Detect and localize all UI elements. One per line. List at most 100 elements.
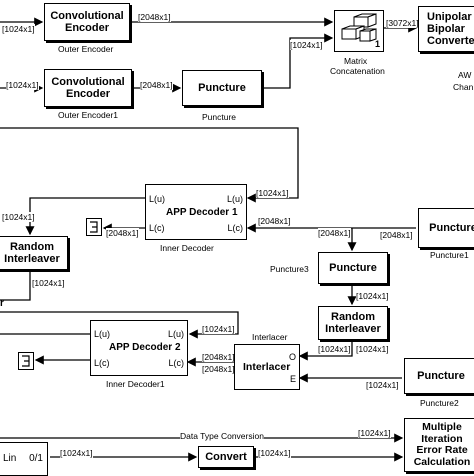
awgn-caption-line: Chan <box>453 82 474 92</box>
signal-label: [1024x1] <box>2 212 35 222</box>
matrix-concatenation-block[interactable]: 1 <box>334 10 384 52</box>
matrix-cubes-icon <box>341 13 377 42</box>
wire-interleaver-to-interlacer <box>298 340 353 361</box>
block-title: Puncture <box>198 82 246 94</box>
signal-label: [2048x1] <box>202 352 235 362</box>
block-title-line: Unipolar to <box>427 11 474 23</box>
signal-label: [2048x1] <box>380 230 413 240</box>
wire-decoder1-lu-to-interleaver <box>25 197 145 236</box>
block-title-line: Converter <box>427 35 474 47</box>
terminator1-icon[interactable] <box>86 218 102 236</box>
block-title-line: Calculation <box>413 455 471 468</box>
signal-label: [1024x1] <box>318 344 351 354</box>
block-title-line: Random <box>331 311 375 323</box>
signal-label: [1024x1] <box>258 448 291 458</box>
puncture3-caption: Puncture3 <box>270 264 309 274</box>
block-text: Lin <box>3 453 17 464</box>
terminator-glyph-icon <box>90 221 98 233</box>
block-title: Puncture <box>329 262 377 274</box>
port-lu-out: L(u) <box>226 194 243 204</box>
block-title: Puncture <box>429 222 474 234</box>
port-number: 1 <box>374 39 380 49</box>
port-lu-in: L(u) <box>94 329 111 339</box>
block-title: APP Decoder 1 <box>166 207 238 218</box>
puncture3-block[interactable]: Puncture <box>318 252 388 284</box>
outer-encoder-block[interactable]: Convolutional Encoder <box>44 3 130 41</box>
block-title: APP Decoder 2 <box>109 342 181 353</box>
convert-block[interactable]: Convert <box>198 446 254 468</box>
signal-label: [1024x1] <box>356 291 389 301</box>
block-title-line: Error Rate <box>416 444 468 456</box>
awgn-caption-line: AW <box>458 70 472 80</box>
block-title-line: Interleaver <box>325 323 381 335</box>
outer-encoder1-caption: Outer Encoder1 <box>58 110 119 120</box>
random-interleaver-left-block[interactable]: Random Interleaver <box>0 236 68 270</box>
signal-label: [1024x1] <box>2 24 35 34</box>
signal-label: [2048x1] <box>106 228 139 238</box>
signal-label: [1024x1] <box>290 40 323 50</box>
block-title-line: Convolutional <box>50 10 124 22</box>
puncture2-block[interactable]: Puncture <box>404 358 474 394</box>
signal-label: [1024x1] <box>366 380 399 390</box>
signal-label: [1024x1] <box>6 80 39 90</box>
signal-label: [1024x1] <box>356 344 389 354</box>
signal-label: [1024x1] <box>358 428 391 438</box>
port-lc-out: L(c) <box>227 223 244 233</box>
port-o: O <box>288 352 296 362</box>
error-rate-calculation-block[interactable]: Multiple Iteration Error Rate Calculatio… <box>404 418 474 472</box>
block-title-line: Random <box>10 241 54 253</box>
signal-label: [2048x1] <box>318 228 351 238</box>
block-title: Interlacer <box>243 361 291 373</box>
block-title-line: Encoder <box>64 22 109 34</box>
port-lu-in: L(u) <box>149 194 166 204</box>
outer-encoder1-block[interactable]: Convolutional Encoder <box>44 69 132 107</box>
data-type-conversion-caption: Data Type Conversion <box>180 431 264 441</box>
wire-feedback-to-decoder2 <box>0 311 239 339</box>
interlacer-block[interactable]: Interlacer O E <box>234 344 300 390</box>
random-interleaver-mid-block[interactable]: Random Interleaver <box>318 306 388 340</box>
block-title-line: Interleaver <box>4 253 60 265</box>
unipolar-bipolar-converter-block[interactable]: Unipolar to Bipolar Converter <box>418 6 474 52</box>
app-decoder2-block[interactable]: L(u) L(u) APP Decoder 2 L(c) L(c) <box>90 320 188 376</box>
matrix-caption-line: Concatenation <box>330 66 385 76</box>
block-title-line: Iteration <box>421 432 463 445</box>
wire-feedback-to-decoder1 <box>0 127 299 203</box>
app-decoder1-caption: Inner Decoder <box>160 243 214 253</box>
puncture2-caption: Puncture2 <box>420 398 459 408</box>
binary-source-block[interactable]: Lin 0/1 <box>0 442 48 476</box>
signal-label: [2048x1] <box>138 12 171 22</box>
wire-puncture-to-matrix <box>262 33 334 89</box>
puncture1-caption: Puncture1 <box>430 250 469 260</box>
block-title: Puncture <box>417 370 465 382</box>
port-lc-in: L(c) <box>94 358 110 368</box>
block-title: Convert <box>205 451 247 463</box>
terminator-glyph-icon <box>22 355 30 367</box>
signal-label: [2048x1] <box>202 364 235 374</box>
signal-label: [1024x1] <box>202 324 235 334</box>
block-value: 0/1 <box>29 453 43 464</box>
app-decoder1-block[interactable]: L(u) L(u) APP Decoder 1 L(c) L(c) <box>145 184 247 240</box>
signal-label: [1024x1] <box>60 448 93 458</box>
signal-label: [2048x1] <box>258 216 291 226</box>
matrix-caption-line: Matrix <box>344 56 368 66</box>
puncture-block[interactable]: Puncture <box>182 70 262 106</box>
terminator2-icon[interactable] <box>18 352 34 370</box>
block-title-line: Convolutional <box>51 76 125 88</box>
partial-label: r <box>0 298 4 309</box>
block-title-line: Multiple <box>422 421 462 433</box>
port-lc-in: L(c) <box>149 223 165 233</box>
puncture-caption: Puncture <box>202 112 237 122</box>
outer-encoder-caption: Outer Encoder <box>58 44 114 54</box>
puncture1-block[interactable]: Puncture <box>418 208 474 248</box>
signal-label: [1024x1] <box>32 278 65 288</box>
port-lu-out: L(u) <box>167 329 184 339</box>
block-title-line: Bipolar <box>427 23 465 35</box>
interlacer-caption: Interlacer <box>252 332 288 342</box>
signal-label: [1024x1] <box>256 188 289 198</box>
signal-label: [3072x1] <box>386 18 419 28</box>
wire-interleaver-to-decoder2 <box>0 270 31 301</box>
signal-label: [2048x1] <box>140 80 173 90</box>
port-lc-out: L(c) <box>168 358 185 368</box>
port-e: E <box>289 374 296 384</box>
